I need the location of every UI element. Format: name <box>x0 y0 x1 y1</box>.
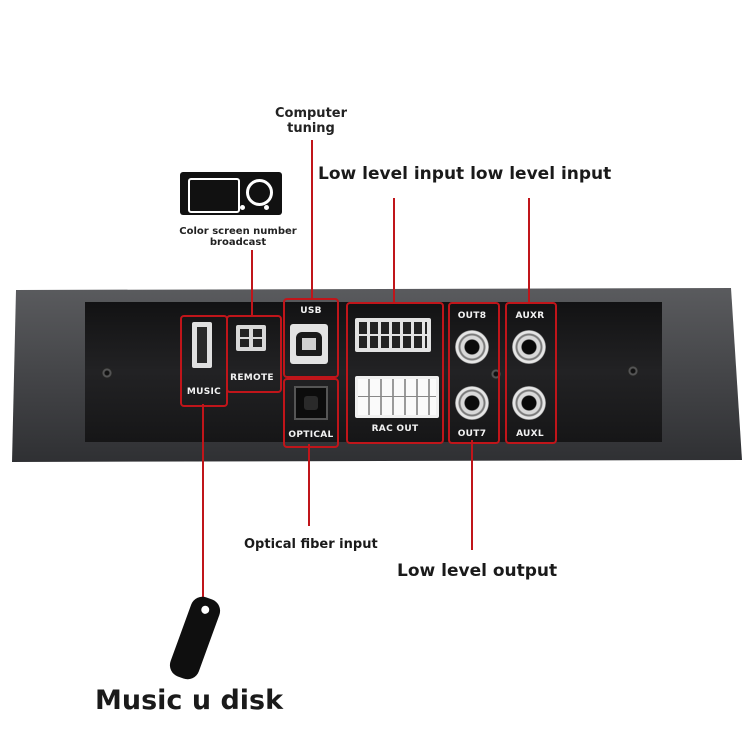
low-level-output-label: Low level output <box>397 561 558 581</box>
out-port-box <box>448 302 500 444</box>
remote-connector[interactable] <box>236 325 266 351</box>
computer-tuning-label: Computer tuning <box>274 106 348 136</box>
out7-port-label: OUT7 <box>457 429 487 439</box>
optical-socket[interactable] <box>294 386 328 420</box>
rac-in-connector[interactable] <box>355 318 431 352</box>
leader-optical <box>308 444 310 526</box>
usb-port-label: USB <box>300 306 322 316</box>
out8-port-label: OUT8 <box>457 311 487 321</box>
usb-flash-drive-icon <box>169 596 221 680</box>
optical-fiber-input-label: Optical fiber input <box>244 537 378 552</box>
optical-port-box <box>283 378 339 448</box>
rac-out-port-label: RAC OUT <box>371 424 419 434</box>
leader-rac <box>393 198 395 302</box>
color-screen-display-icon <box>180 172 282 215</box>
screw-left <box>101 367 113 379</box>
remote-port-label: REMOTE <box>230 373 274 383</box>
screw-right <box>627 365 639 377</box>
out7-rca-jack[interactable] <box>455 386 489 420</box>
auxl-rca-jack[interactable] <box>512 386 546 420</box>
leader-usb <box>311 140 313 300</box>
leader-music <box>202 404 204 604</box>
color-screen-label: Color screen number broadcast <box>179 226 297 248</box>
rac-out-port-box <box>346 302 444 444</box>
leader-aux <box>528 198 530 302</box>
remote-port-box <box>226 315 282 393</box>
auxr-port-label: AUXR <box>515 311 545 321</box>
aux-port-box <box>505 302 557 444</box>
usb-a-socket[interactable] <box>192 322 212 368</box>
music-port-label: MUSIC <box>186 387 222 397</box>
rac-out-terminal-block[interactable] <box>355 376 439 418</box>
out8-rca-jack[interactable] <box>455 330 489 364</box>
leader-out <box>471 440 473 550</box>
usb-b-socket[interactable] <box>290 324 328 364</box>
music-u-disk-label: Music u disk <box>95 685 284 716</box>
auxl-port-label: AUXL <box>516 429 544 439</box>
auxr-rca-jack[interactable] <box>512 330 546 364</box>
leader-remote <box>251 250 253 316</box>
low-level-input-label: Low level input low level input <box>318 164 612 184</box>
optical-port-label: OPTICAL <box>288 430 334 440</box>
